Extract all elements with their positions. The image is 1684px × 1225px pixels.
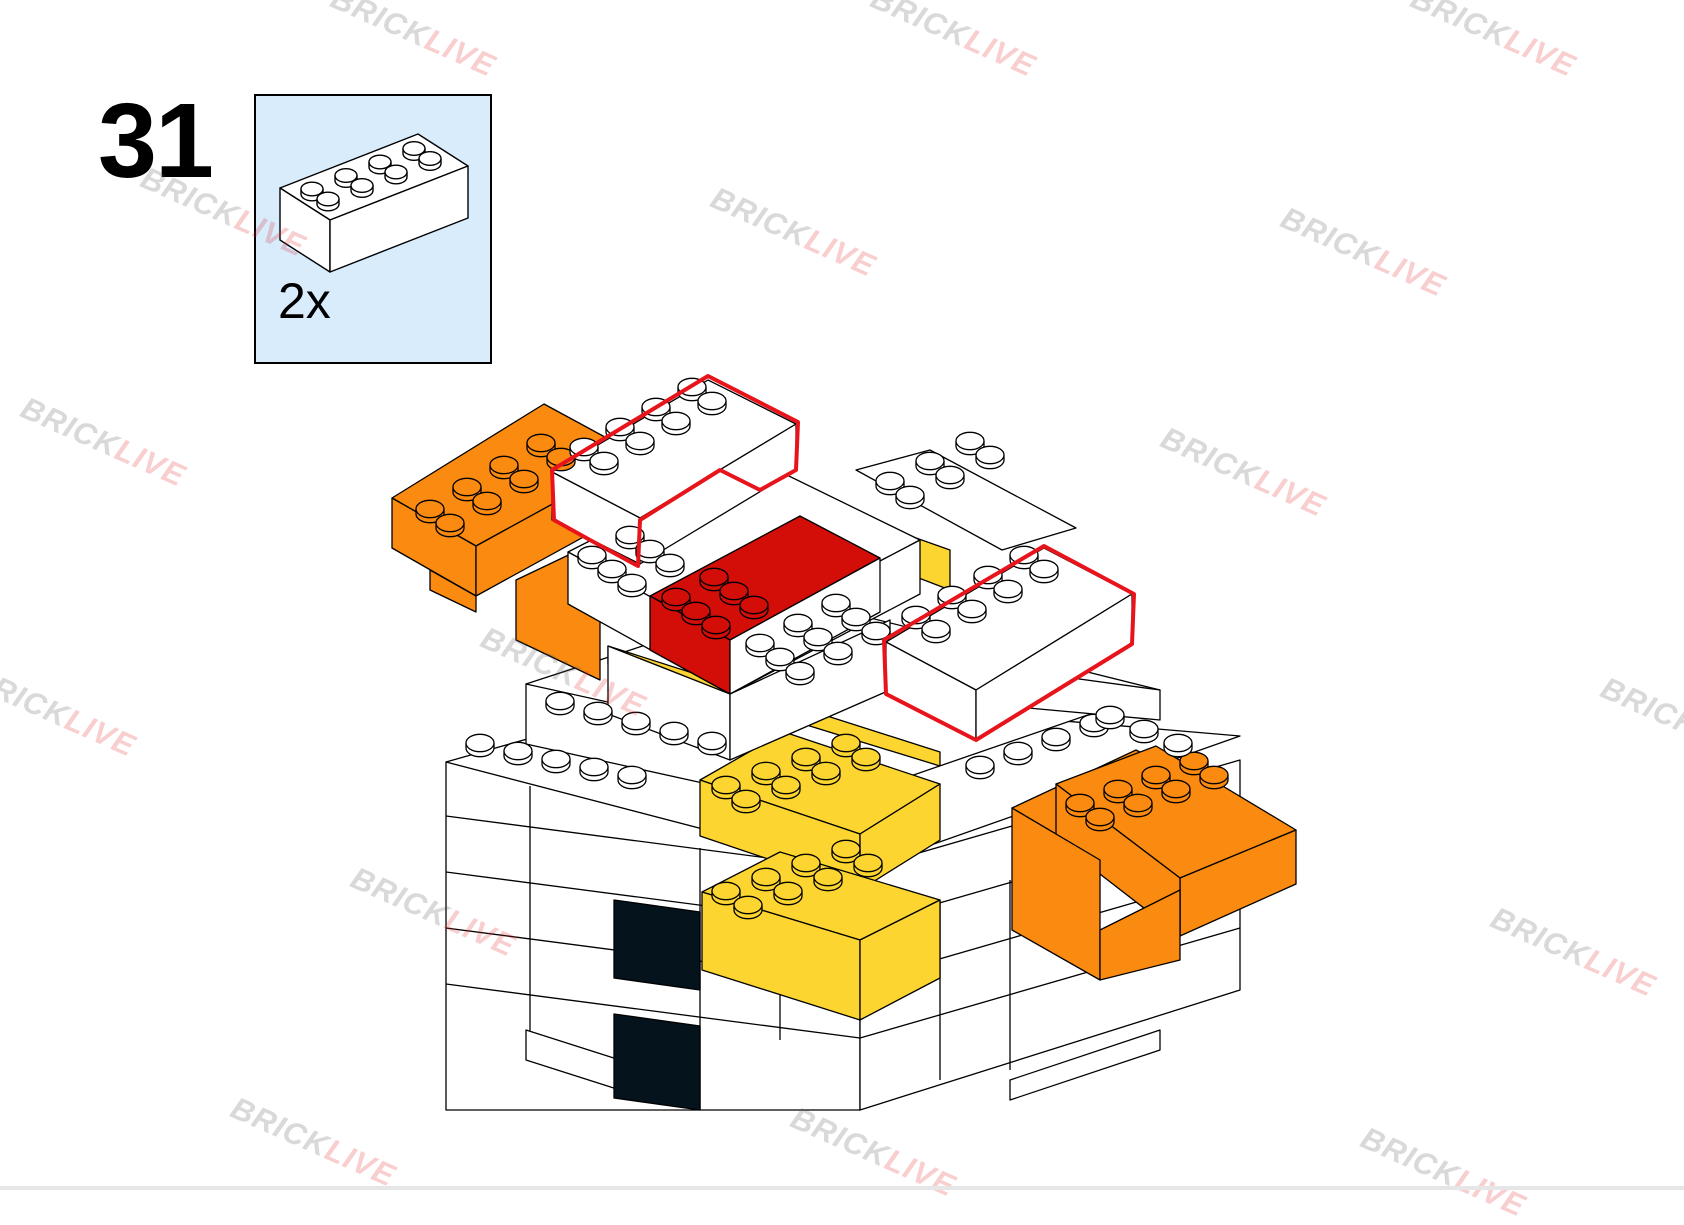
assembly-model — [391, 374, 1297, 1111]
studs — [415, 377, 1229, 920]
brick-2x4-icon — [279, 133, 469, 273]
parts-callout: 2x — [254, 94, 492, 364]
part-quantity: 2x — [278, 273, 331, 329]
step-number: 31 — [98, 82, 214, 200]
page-bottom-rule — [0, 1186, 1684, 1190]
new-part-highlight — [550, 374, 1136, 742]
